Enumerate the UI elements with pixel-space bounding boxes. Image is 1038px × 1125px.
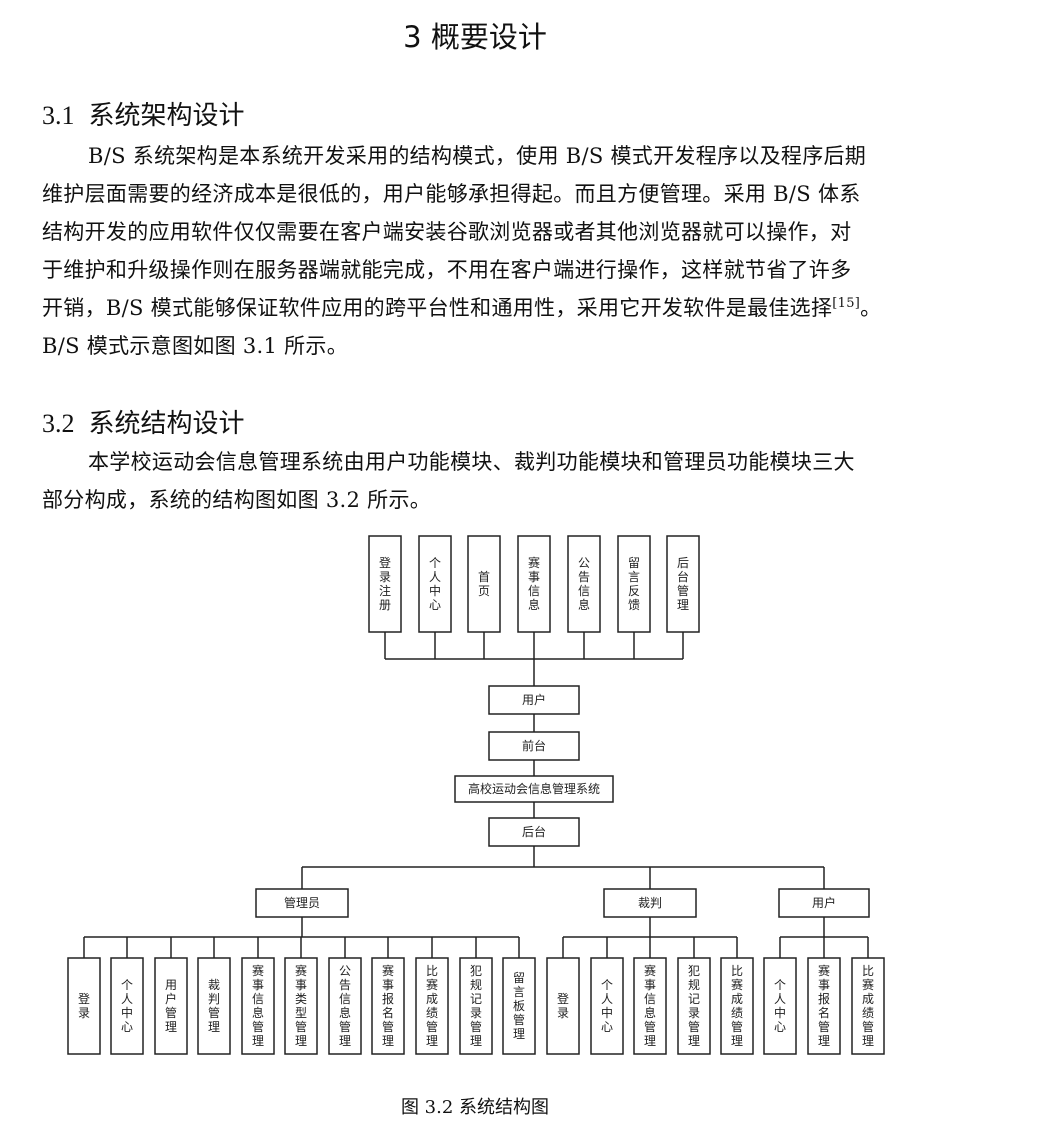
role-module-box: 公告信息管理 — [328, 957, 362, 1055]
module-label: 留言反馈 — [628, 556, 640, 612]
top-module-box: 后台管理 — [666, 535, 700, 633]
role-box: 裁判 — [603, 888, 697, 918]
system-structure-diagram: 登录注册个人中心首页赛事信息公告信息留言反馈后台管理用户前台高校运动会信息管理系… — [67, 535, 885, 1055]
role-module-box: 赛事信息管理 — [633, 957, 667, 1055]
paragraph-line: B/S 模式示意图如图 3.1 所示。 — [42, 334, 349, 358]
citation-ref: [15] — [832, 296, 861, 311]
module-label: 公告信息管理 — [339, 964, 351, 1048]
module-label: 后台管理 — [677, 556, 689, 612]
module-label: 比赛成绩管理 — [426, 964, 438, 1048]
box-label: 后台 — [522, 824, 546, 839]
section-heading-3-1: 3.1 系统架构设计 — [42, 95, 245, 132]
role-module-box: 赛事类型管理 — [284, 957, 318, 1055]
top-module-box: 首页 — [467, 535, 501, 633]
module-label: 赛事报名管理 — [818, 963, 830, 1048]
section-heading-3-2: 3.2 系统结构设计 — [42, 403, 245, 440]
role-module-box: 登录 — [546, 957, 580, 1055]
section-title: 系统结构设计 — [88, 409, 245, 439]
role-module-box: 登录 — [67, 957, 101, 1055]
module-label: 比赛成绩管理 — [862, 964, 874, 1048]
module-label: 比赛成绩管理 — [731, 964, 743, 1048]
module-label: 首页 — [478, 570, 490, 598]
role-module-box: 赛事报名管理 — [371, 957, 405, 1055]
paragraph-line: 结构开发的应用软件仅仅需要在客户端安装谷歌浏览器或者其他浏览器就可以操作，对 — [42, 220, 852, 244]
role-module-box: 个人中心 — [763, 957, 797, 1055]
module-label: 留言板管理 — [513, 971, 525, 1041]
top-module-box: 留言反馈 — [617, 535, 651, 633]
chain-box: 后台 — [488, 817, 580, 847]
module-label: 登录 — [557, 991, 569, 1020]
section-number: 3.2 — [42, 409, 75, 438]
module-label: 赛事类型管理 — [295, 963, 307, 1048]
box-label: 裁判 — [638, 896, 662, 910]
chapter-title: 3 概要设计 — [403, 20, 547, 54]
paragraph-text: 开销，B/S 模式能够保证软件应用的跨平台性和通用性，采用它开发软件是最佳选择 — [42, 296, 833, 320]
role-module-box: 留言板管理 — [502, 957, 536, 1055]
chain-box: 高校运动会信息管理系统 — [454, 775, 614, 803]
role-module-box: 比赛成绩管理 — [720, 957, 754, 1055]
module-label: 个人中心 — [601, 978, 613, 1034]
box-label: 管理员 — [284, 895, 320, 910]
sentence-end: 。 — [860, 296, 882, 320]
module-label: 登录注册 — [379, 555, 391, 612]
module-label: 赛事信息 — [528, 555, 540, 612]
paragraph-line-with-citation: 开销，B/S 模式能够保证软件应用的跨平台性和通用性，采用它开发软件是最佳选择[… — [42, 292, 881, 322]
section-number: 3.1 — [42, 101, 75, 130]
top-module-box: 登录注册 — [368, 535, 402, 633]
top-module-box: 个人中心 — [418, 535, 452, 633]
role-module-box: 赛事报名管理 — [807, 957, 841, 1055]
paragraph-line: 本学校运动会信息管理系统由用户功能模块、裁判功能模块和管理员功能模块三大 — [88, 450, 855, 474]
section-title: 系统架构设计 — [88, 101, 245, 131]
role-module-box: 犯规记录管理 — [677, 957, 711, 1055]
module-label: 个人中心 — [121, 978, 133, 1034]
top-module-box: 公告信息 — [567, 535, 601, 633]
role-box: 管理员 — [255, 888, 349, 918]
role-module-box: 裁判管理 — [197, 957, 231, 1055]
role-module-box: 个人中心 — [110, 957, 144, 1055]
module-label: 裁判管理 — [208, 978, 220, 1034]
role-module-box: 个人中心 — [590, 957, 624, 1055]
role-module-box: 犯规记录管理 — [459, 957, 493, 1055]
figure-caption: 图 3.2 系统结构图 — [400, 1097, 550, 1118]
paragraph-line: 部分构成，系统的结构图如图 3.2 所示。 — [42, 488, 432, 512]
module-label: 犯规记录管理 — [470, 964, 482, 1048]
top-module-box: 赛事信息 — [517, 535, 551, 633]
box-label: 前台 — [522, 738, 546, 753]
module-label: 登录 — [78, 991, 90, 1020]
module-label: 公告信息 — [578, 556, 590, 612]
module-label: 赛事信息管理 — [644, 963, 656, 1048]
box-label: 高校运动会信息管理系统 — [468, 781, 600, 796]
module-label: 个人中心 — [429, 556, 441, 612]
role-module-box: 比赛成绩管理 — [851, 957, 885, 1055]
paragraph-line: 维护层面需要的经济成本是很低的，用户能够承担得起。而且方便管理。采用 B/S 体… — [42, 182, 861, 206]
paragraph-line: B/S 系统架构是本系统开发采用的结构模式，使用 B/S 模式开发程序以及程序后… — [88, 144, 867, 168]
paragraph-line: 于维护和升级操作则在服务器端就能完成，不用在客户端进行操作，这样就节省了许多 — [42, 258, 852, 282]
module-label: 赛事报名管理 — [382, 963, 394, 1048]
role-module-box: 赛事信息管理 — [241, 957, 275, 1055]
module-label: 用户管理 — [165, 978, 177, 1034]
box-label: 用户 — [812, 895, 836, 910]
chain-box: 前台 — [488, 731, 580, 761]
box-label: 用户 — [522, 692, 546, 707]
role-module-box: 用户管理 — [154, 957, 188, 1055]
module-label: 个人中心 — [774, 978, 786, 1034]
role-module-box: 比赛成绩管理 — [415, 957, 449, 1055]
role-box: 用户 — [778, 888, 870, 918]
chain-box: 用户 — [488, 685, 580, 715]
module-label: 犯规记录管理 — [688, 964, 700, 1048]
module-label: 赛事信息管理 — [252, 963, 264, 1048]
